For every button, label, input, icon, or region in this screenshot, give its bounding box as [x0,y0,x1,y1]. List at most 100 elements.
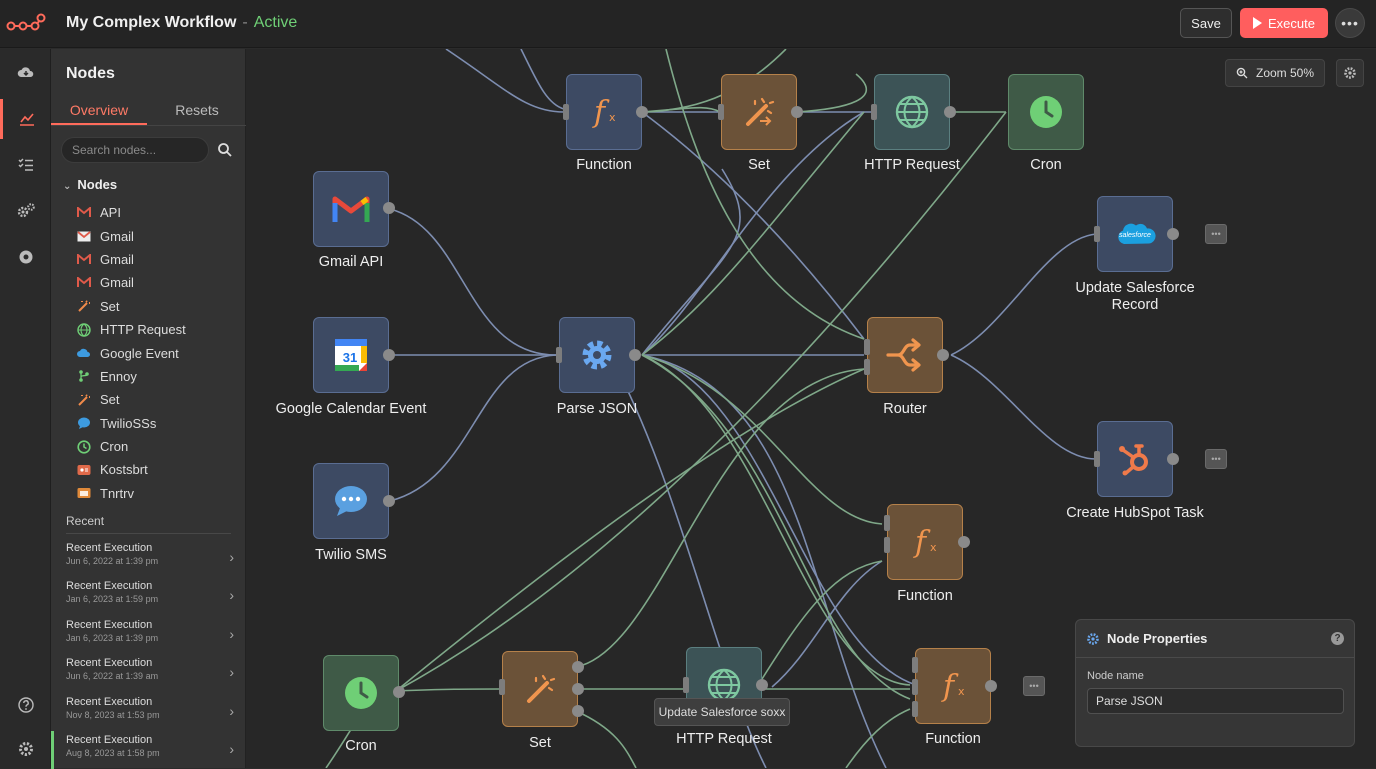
connection-edge[interactable] [395,368,865,692]
connection-edge[interactable] [665,49,865,340]
settings-nav-button[interactable] [0,729,51,769]
connection-edge[interactable] [771,560,883,688]
output-port[interactable] [937,349,949,361]
connection-edge[interactable] [641,111,865,356]
node-twilio-sms[interactable] [313,463,389,539]
connection-edge[interactable] [641,354,911,700]
output-port[interactable] [383,202,395,214]
node-cron-top[interactable] [1008,74,1084,150]
output-port[interactable] [383,495,395,507]
list-item[interactable]: Set [77,295,237,318]
workflow-name[interactable]: My Complex Workflow [66,14,237,31]
input-port[interactable] [912,657,918,673]
list-item[interactable]: Gmail [77,224,237,247]
output-port[interactable] [636,106,648,118]
input-port[interactable] [499,679,505,695]
input-port[interactable] [563,104,569,120]
input-port[interactable] [884,515,890,531]
node-router[interactable] [867,317,943,393]
help-icon[interactable]: ? [1331,632,1344,645]
search-input[interactable] [61,137,209,163]
nodes-section-toggle[interactable]: ⌄Nodes [63,177,117,192]
node-create-hubspot-task[interactable] [1097,421,1173,497]
add-node-stub[interactable]: ••• [1023,676,1045,696]
node-name-field[interactable] [1087,688,1344,714]
connection-edge[interactable] [389,208,557,356]
node-cron-bottom[interactable] [323,655,399,731]
input-port[interactable] [912,701,918,717]
input-port[interactable] [718,104,724,120]
output-port[interactable] [944,106,956,118]
tab-overview[interactable]: Overview [51,95,147,125]
list-item[interactable]: HTTP Request [77,318,237,341]
add-node-stub[interactable]: ••• [1205,449,1227,469]
node-update-salesforce[interactable]: salesforce [1097,196,1173,272]
node-google-calendar[interactable]: 31 [313,317,389,393]
connection-edge[interactable] [761,560,883,680]
cloud-nav-button[interactable] [0,53,51,93]
add-node-stub[interactable]: ••• [1205,224,1227,244]
output-port[interactable] [985,680,997,692]
execute-button[interactable]: Execute [1240,8,1328,38]
connection-edge[interactable] [389,354,557,502]
connection-edge[interactable] [641,354,883,525]
output-port[interactable] [572,683,584,695]
list-item[interactable]: Set [77,388,237,411]
connection-edge[interactable] [641,111,865,356]
connection-edge[interactable] [395,111,1007,692]
more-options-button[interactable]: ••• [1335,8,1365,38]
connection-edge[interactable] [520,49,565,110]
node-parse-json[interactable] [559,317,635,393]
connection-edge[interactable] [845,708,911,768]
connection-edge[interactable] [641,354,887,768]
input-port[interactable] [864,339,870,355]
node-set-bottom[interactable] [502,651,578,727]
cogs-nav-button[interactable] [0,191,51,231]
output-port[interactable] [572,705,584,717]
analytics-nav-button[interactable] [0,99,51,139]
list-item[interactable]: Gmail [77,271,237,294]
input-port[interactable] [556,347,562,363]
list-item[interactable]: TwilioSSs [77,412,237,435]
workflow-status[interactable]: Active [253,14,298,31]
connection-edge[interactable] [950,354,1097,460]
node-gmail-api[interactable] [313,171,389,247]
tab-resets[interactable]: Resets [175,102,219,118]
search-icon[interactable] [217,142,233,158]
n8n-logo-icon[interactable] [6,12,46,36]
connection-edge[interactable] [445,49,565,113]
list-item[interactable]: Cron [77,435,237,458]
list-item[interactable]: Ennoy [77,365,237,388]
connection-edge[interactable] [641,111,865,340]
output-port[interactable] [1167,228,1179,240]
input-port[interactable] [1094,226,1100,242]
canvas-settings-button[interactable] [1336,59,1364,87]
list-item[interactable]: Tnrtrv [77,482,237,505]
connection-edge[interactable] [641,168,741,356]
record-nav-button[interactable] [0,237,51,277]
connection-edge[interactable] [395,688,501,692]
input-port[interactable] [683,677,689,693]
help-nav-button[interactable] [0,685,51,725]
list-item[interactable]: Kostsbrt [77,458,237,481]
zoom-control[interactable]: Zoom 50% [1225,59,1325,87]
node-set-top[interactable] [721,74,797,150]
output-port[interactable] [383,349,395,361]
input-port[interactable] [1094,451,1100,467]
connection-edge[interactable] [575,710,637,768]
input-port[interactable] [884,537,890,553]
list-item[interactable]: Google Event [77,341,237,364]
save-button[interactable]: Save [1180,8,1232,38]
connection-edge[interactable] [795,73,868,113]
input-port[interactable] [871,104,877,120]
output-port[interactable] [1167,453,1179,465]
